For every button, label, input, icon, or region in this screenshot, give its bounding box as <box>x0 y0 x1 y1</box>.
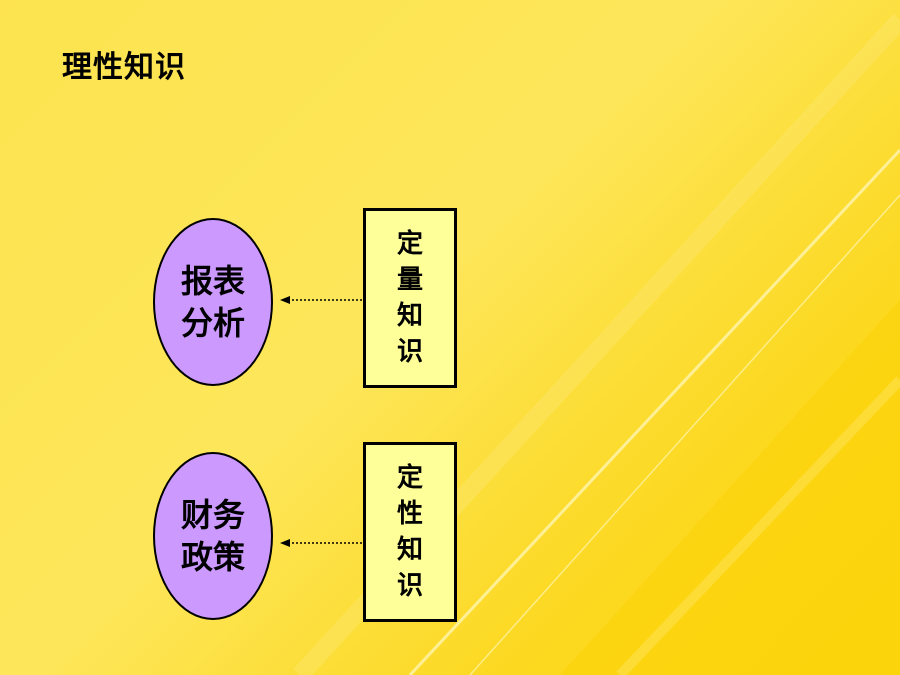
box-quantitative-knowledge: 定量知识 <box>363 208 457 388</box>
ellipse-label: 财务政策 <box>180 496 245 576</box>
box-label: 定性知识 <box>396 463 423 601</box>
ellipse-report-analysis: 报表分析 <box>153 218 273 386</box>
box-label: 定量知识 <box>396 229 423 367</box>
slide-title: 理性知识 <box>62 50 186 85</box>
ellipse-financial-policy: 财务政策 <box>153 452 273 620</box>
box-qualitative-knowledge: 定性知识 <box>363 442 457 622</box>
ellipse-label: 报表分析 <box>180 262 245 342</box>
